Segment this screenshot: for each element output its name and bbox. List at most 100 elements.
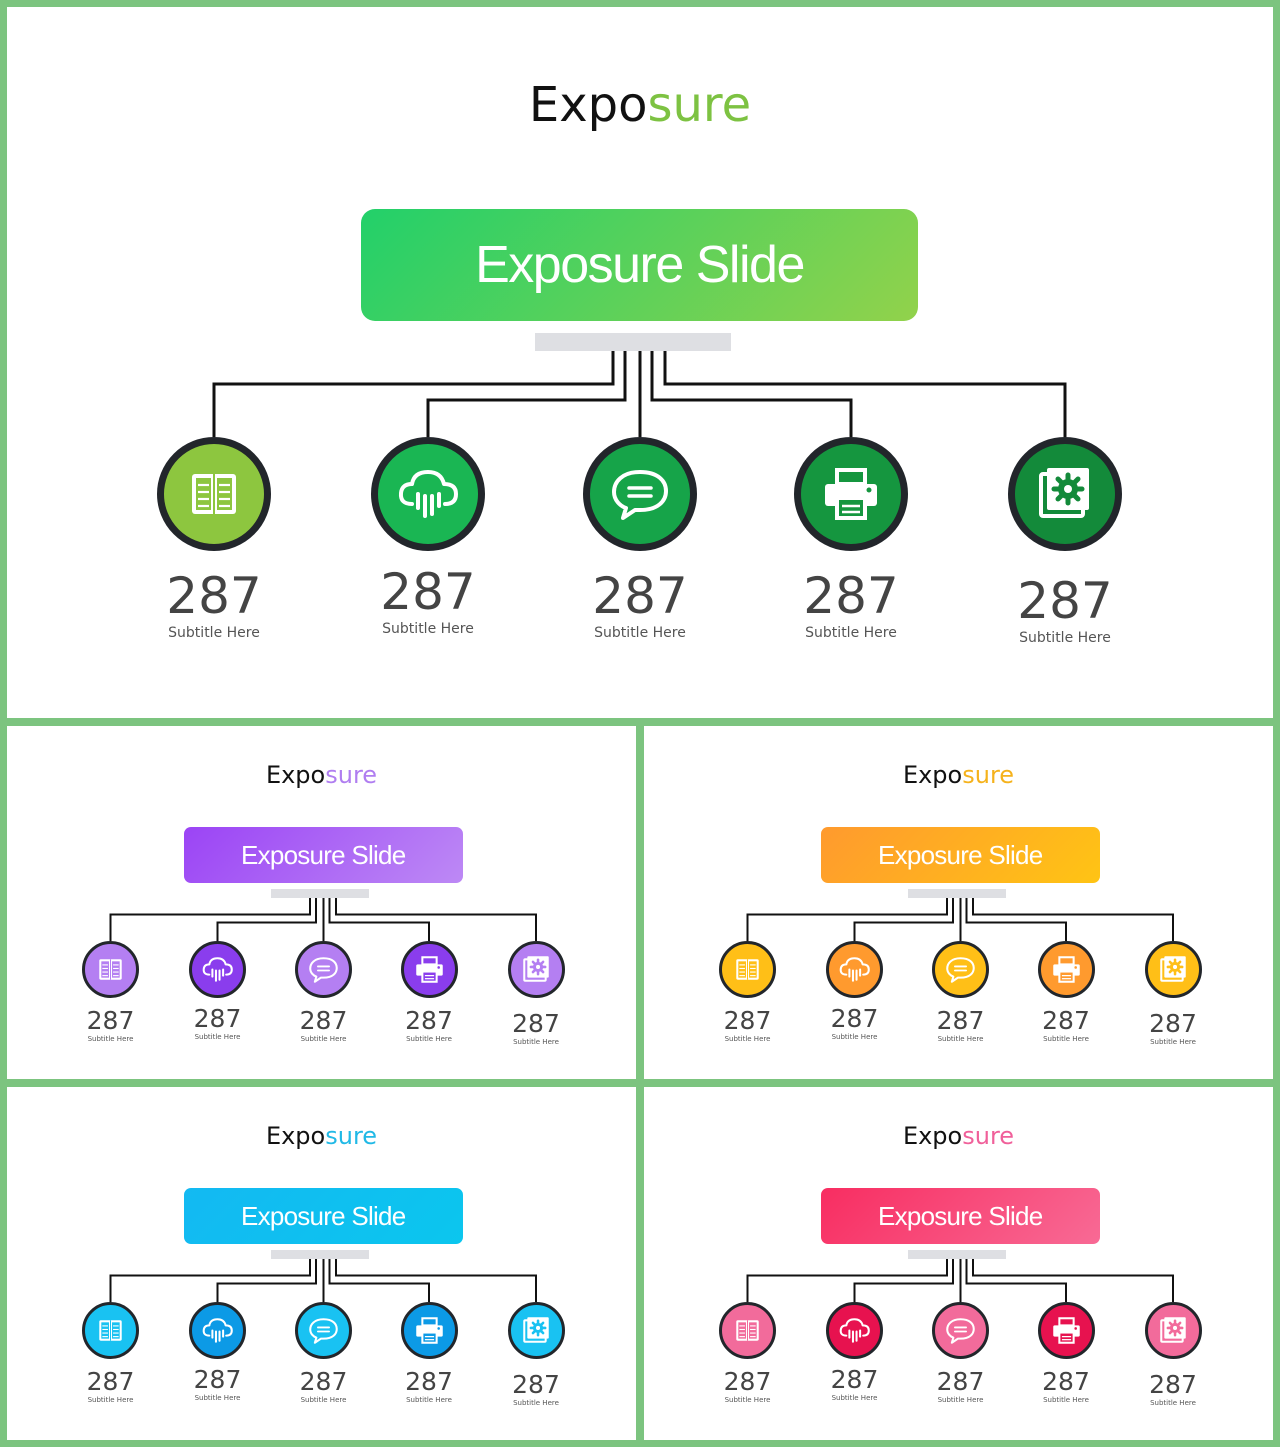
item-value: 287: [86, 1006, 135, 1035]
node-circle: [1037, 941, 1095, 998]
connector-line: [216, 898, 317, 941]
printer-icon: [415, 956, 443, 983]
item-subtitle: Subtitle Here: [831, 1033, 878, 1041]
connector-bar: [271, 1250, 369, 1259]
printer-icon: [1052, 1317, 1080, 1344]
item-subtitle: Subtitle Here: [805, 625, 897, 641]
item-value: 287: [803, 567, 899, 625]
title-part-accent: sure: [962, 761, 1015, 789]
title-part-dark: Expo: [902, 1122, 963, 1150]
item-subtitle: Subtitle Here: [1019, 630, 1111, 646]
connector-line: [965, 898, 1067, 941]
item-subtitle: Subtitle Here: [1150, 1037, 1196, 1046]
connector-line: [212, 351, 615, 437]
item-value: 287: [405, 1006, 453, 1035]
node-circle: [189, 941, 246, 998]
item-subtitle: Subtitle Here: [87, 1396, 134, 1404]
gear-window-icon: [1039, 468, 1089, 518]
node-circle: [507, 941, 565, 998]
printer-icon: [1052, 956, 1080, 983]
node-circle: [295, 1302, 352, 1359]
title-part-dark: Expo: [528, 77, 648, 133]
cloud-rain-icon: [202, 1318, 233, 1343]
item-value: 287: [512, 1369, 560, 1399]
item-subtitle: Subtitle Here: [194, 1394, 241, 1402]
banner-box: Exposure Slide: [821, 1188, 1100, 1244]
item-subtitle: Subtitle Here: [513, 1398, 559, 1407]
slide-title: Exposure: [644, 1122, 1273, 1150]
item-value: 287: [723, 1006, 772, 1035]
connector-line: [335, 898, 537, 941]
chat-bubble-icon: [612, 470, 668, 520]
connector-line: [216, 1259, 317, 1302]
item-subtitle: Subtitle Here: [168, 625, 260, 641]
connector-line: [746, 1259, 948, 1302]
banner-title: Exposure Slide: [241, 1201, 406, 1231]
item-subtitle: Subtitle Here: [87, 1035, 134, 1043]
item-value: 287: [512, 1008, 560, 1038]
banner-box: Exposure Slide: [361, 209, 918, 321]
node-circle: [1144, 1302, 1202, 1359]
connector-lines: [212, 351, 1067, 437]
node-circle: [826, 941, 883, 998]
banner-box: Exposure Slide: [184, 1188, 463, 1244]
book-icon: [192, 474, 236, 514]
item-value: 287: [723, 1367, 772, 1396]
connector-line: [335, 1259, 537, 1302]
cloud-rain-icon: [202, 957, 233, 982]
connector-line: [746, 898, 948, 941]
connector-line: [972, 898, 1174, 941]
chat-bubble-icon: [309, 957, 338, 983]
node-circle: [400, 1302, 458, 1359]
connector-line: [109, 1259, 311, 1302]
item-subtitle: Subtitle Here: [1150, 1398, 1196, 1407]
gear-window-icon: [522, 956, 549, 982]
title-part-dark: Expo: [265, 761, 326, 789]
item-subtitle: Subtitle Here: [831, 1394, 878, 1402]
node-circle: [1037, 1302, 1095, 1359]
item-subtitle: Subtitle Here: [300, 1396, 347, 1404]
chat-bubble-icon: [946, 1318, 975, 1344]
connector-bar: [908, 889, 1006, 898]
node-circle: [583, 437, 697, 551]
item-value: 287: [299, 1006, 348, 1035]
chat-bubble-icon: [946, 957, 975, 983]
connector-line: [328, 898, 430, 941]
banner-title: Exposure Slide: [878, 840, 1043, 870]
connector-line: [426, 351, 627, 437]
banner-title: Exposure Slide: [475, 236, 805, 294]
gear-window-icon: [1159, 1317, 1186, 1343]
node-circle: [371, 437, 485, 551]
item-subtitle: Subtitle Here: [300, 1035, 347, 1043]
item-subtitle: Subtitle Here: [513, 1037, 559, 1046]
node-circle: [507, 1302, 565, 1359]
item-subtitle: Subtitle Here: [937, 1396, 984, 1404]
node-circle: [157, 437, 271, 551]
node-circle: [82, 941, 139, 998]
item-value: 287: [1042, 1006, 1090, 1035]
item-subtitle: Subtitle Here: [724, 1396, 771, 1404]
node-circle: [1144, 941, 1202, 998]
connector-line: [663, 351, 1067, 437]
printer-icon: [415, 1317, 443, 1344]
item-subtitle: Subtitle Here: [382, 621, 474, 637]
item-value: 287: [592, 567, 688, 625]
node-circle: [82, 1302, 139, 1359]
item-value: 287: [830, 1365, 879, 1394]
cloud-rain-icon: [839, 957, 870, 982]
slide-title: Exposure: [7, 77, 1273, 133]
item-value: 287: [1017, 572, 1113, 630]
connector-line: [853, 898, 954, 941]
node-circle: [719, 941, 776, 998]
item-subtitle: Subtitle Here: [1043, 1035, 1089, 1043]
banner-title: Exposure Slide: [878, 1201, 1043, 1231]
gear-window-icon: [1159, 956, 1186, 982]
slide-title: Exposure: [644, 761, 1273, 789]
connector-line: [853, 1259, 954, 1302]
item-value: 287: [380, 563, 476, 621]
node-circle: [826, 1302, 883, 1359]
node-circle: [794, 437, 908, 551]
title-part-dark: Expo: [902, 761, 963, 789]
banner-box: Exposure Slide: [821, 827, 1100, 883]
